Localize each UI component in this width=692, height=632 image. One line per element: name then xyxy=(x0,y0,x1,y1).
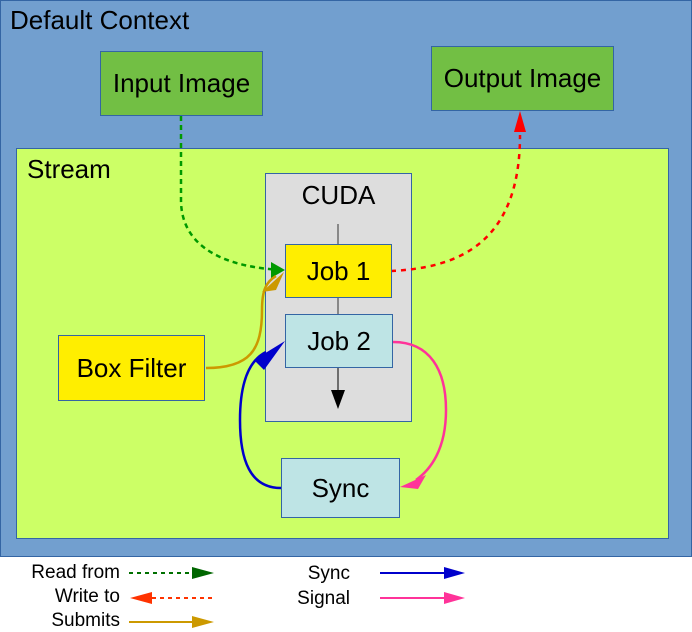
job2-node[interactable]: Job 2 xyxy=(285,314,393,368)
signal-edge xyxy=(392,340,448,482)
legend-read-from-label: Read from xyxy=(31,562,120,583)
legend-read-from-arrow-icon xyxy=(192,567,214,579)
cuda-queue-arrow-icon xyxy=(331,390,345,409)
read-from-edge xyxy=(179,116,285,272)
submits-edge xyxy=(205,274,277,370)
input-image-node[interactable]: Input Image xyxy=(100,51,263,116)
sync-edge xyxy=(238,350,282,490)
legend-signal-arrow-icon xyxy=(444,592,465,604)
stream-title: Stream xyxy=(27,154,111,184)
read-from-arrowhead-icon xyxy=(271,262,285,278)
legend-submits-label: Submits xyxy=(51,610,120,631)
box-filter-node[interactable]: Box Filter xyxy=(58,335,205,401)
sync-arrowhead-icon xyxy=(254,341,285,370)
sync-node[interactable]: Sync xyxy=(281,458,400,518)
write-to-edge xyxy=(390,134,522,273)
legend-write-to-arrow-icon xyxy=(130,592,152,604)
legend-sync-arrow-icon xyxy=(444,567,465,579)
write-to-arrowhead-icon xyxy=(514,111,526,132)
legend-write-to-label: Write to xyxy=(54,586,120,607)
cuda-title: CUDA xyxy=(301,180,376,210)
legend-signal-label: Signal xyxy=(297,588,350,609)
output-image-node[interactable]: Output Image xyxy=(431,46,614,111)
submits-arrowhead-icon xyxy=(262,272,284,292)
default-context-title: Default Context xyxy=(10,5,190,35)
legend-sync-label: Sync xyxy=(307,563,350,584)
job1-node[interactable]: Job 1 xyxy=(285,244,392,298)
signal-arrowhead-icon xyxy=(400,475,426,489)
legend-submits-arrow-icon xyxy=(192,616,214,628)
